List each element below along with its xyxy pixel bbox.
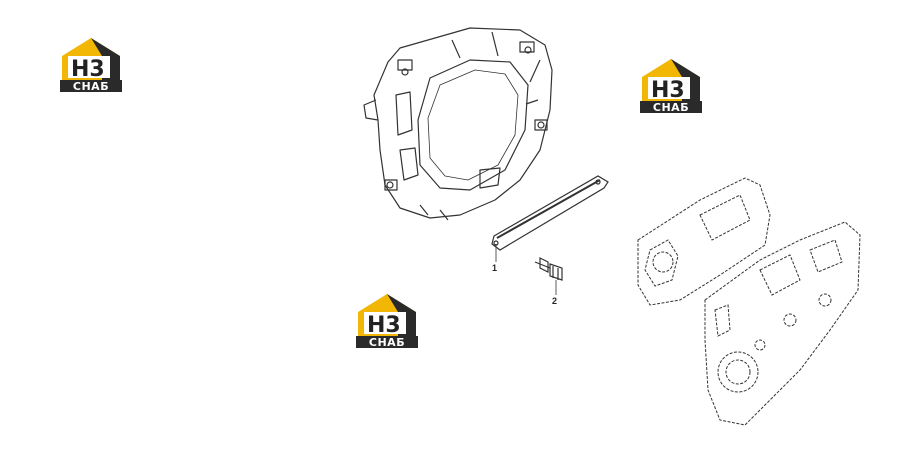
callout-2: 2 [552, 296, 557, 306]
logo-caption: СНАБ [369, 336, 405, 348]
logo-mark-text: H3 [367, 313, 401, 338]
logo-snab-top-left: H3 СНАБ [58, 34, 124, 92]
callout-1: 1 [492, 263, 497, 273]
leader-lines [495, 244, 557, 295]
logo-caption: СНАБ [653, 101, 689, 113]
flywheel-housing [363, 27, 553, 221]
logo-snab-top-right: H3 СНАБ [638, 55, 704, 113]
logo-mark-text: H3 [71, 57, 105, 82]
engine-block-sketch [637, 177, 861, 426]
cover-plate [491, 175, 609, 251]
logo-snab-center: H3 СНАБ [354, 290, 420, 348]
logo-caption: СНАБ [73, 80, 109, 92]
logo-mark-text: H3 [651, 78, 685, 103]
bolt [534, 257, 563, 281]
